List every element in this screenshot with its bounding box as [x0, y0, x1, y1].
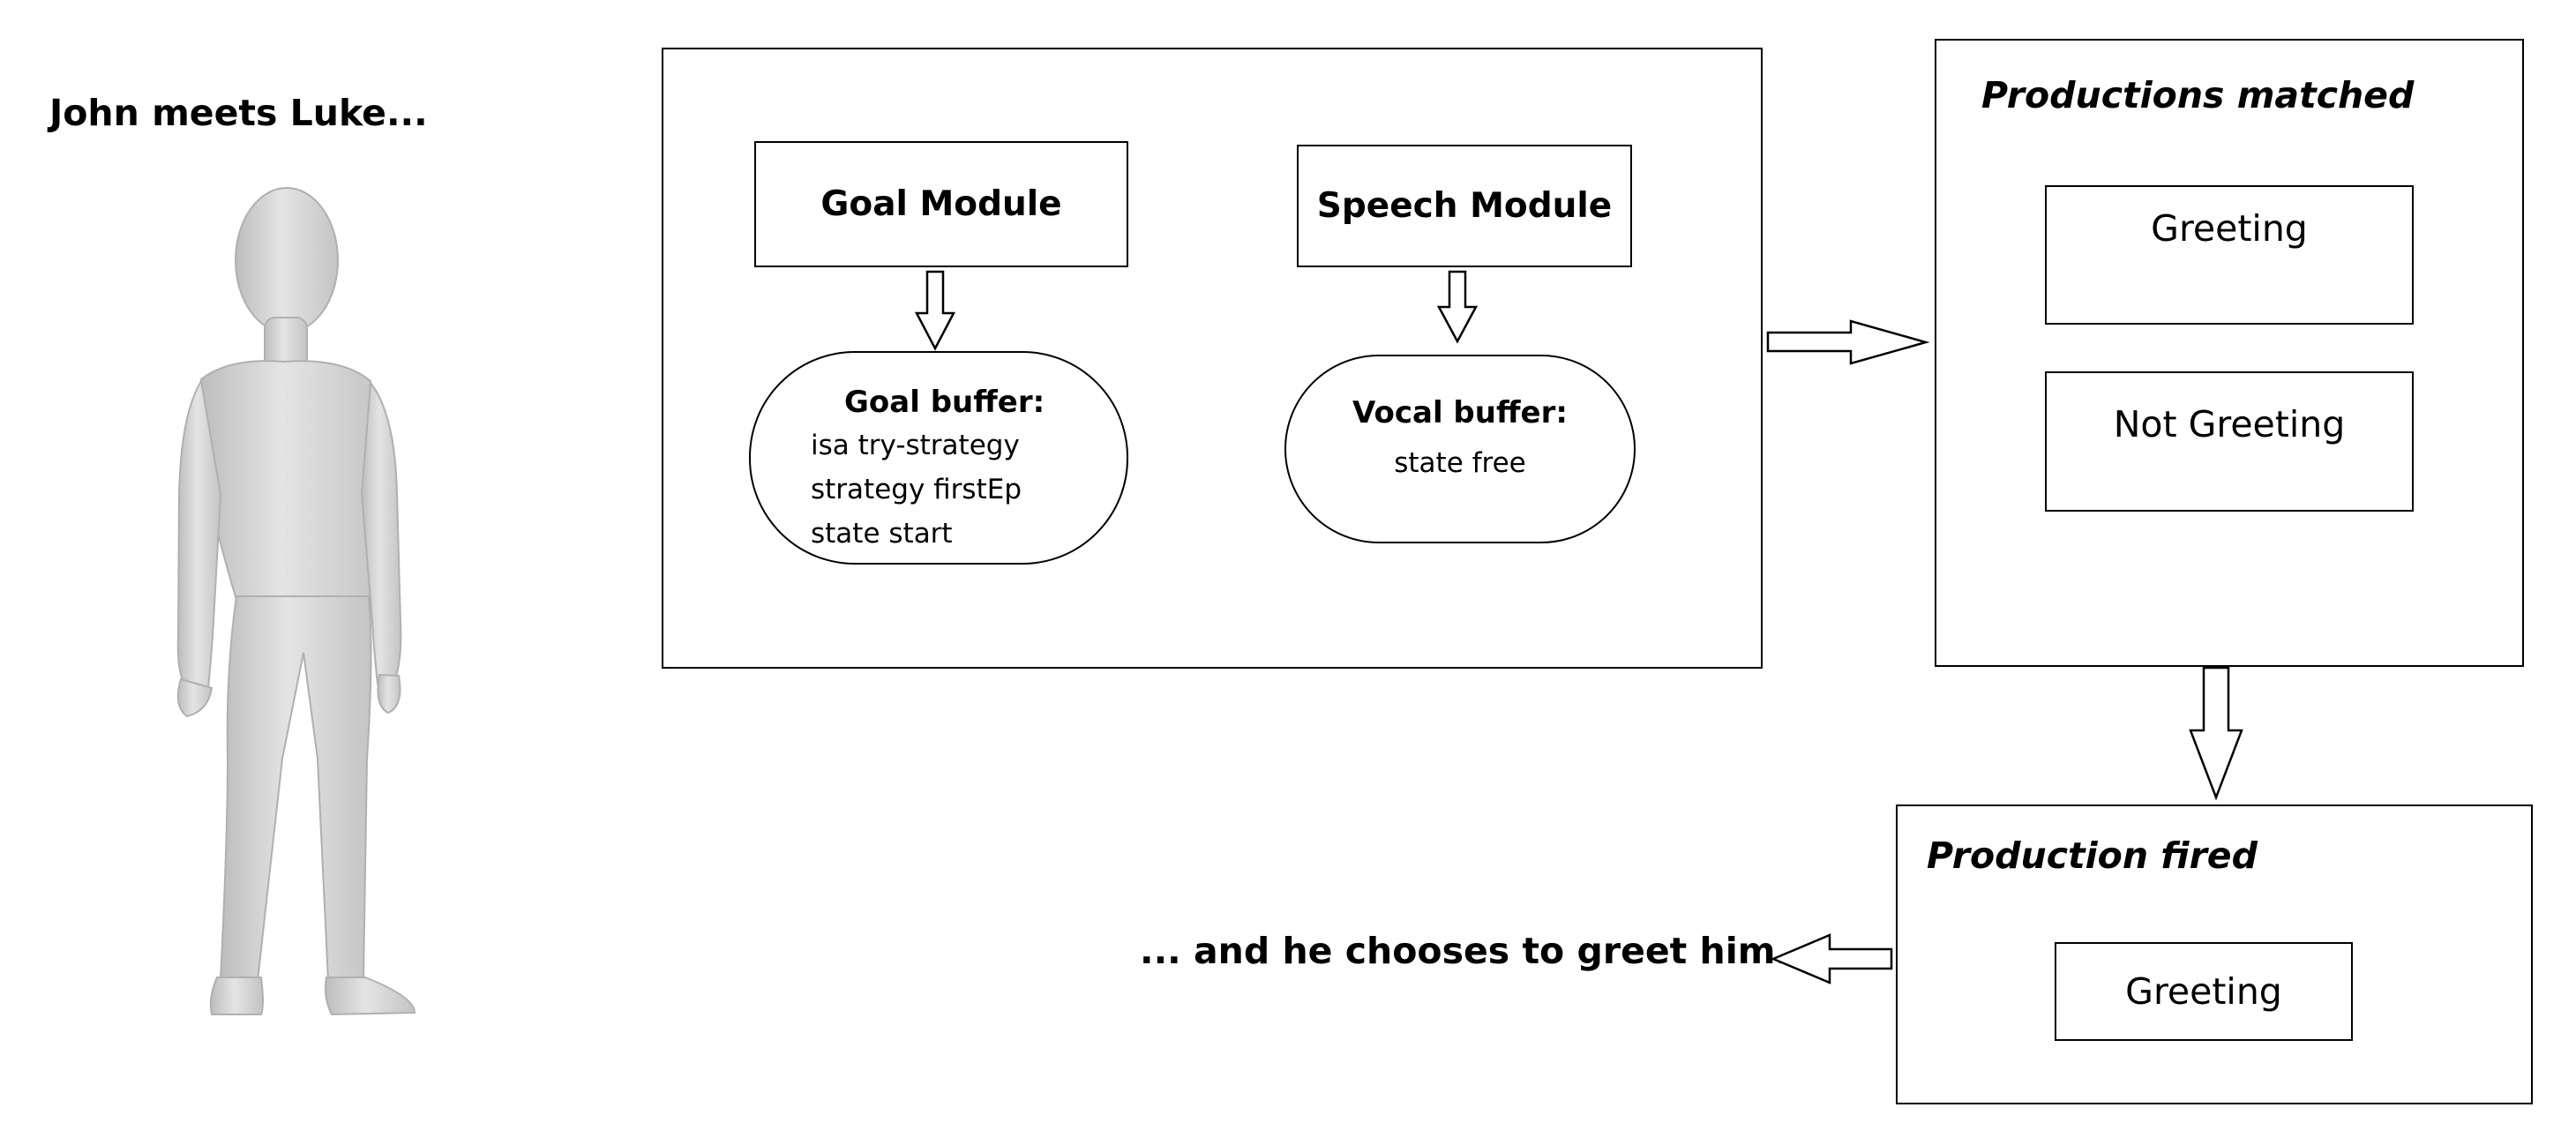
productions-matched-box — [1935, 39, 2524, 667]
production-matched-label: Greeting — [2151, 207, 2308, 250]
goal-module-label: Goal Module — [820, 184, 1062, 224]
production-matched-label: Not Greeting — [2113, 402, 2346, 445]
left-arrow-icon — [1770, 933, 1893, 984]
production-fired-title: Production fired — [1927, 834, 2258, 877]
down-arrow-icon — [914, 270, 956, 351]
goal-buffer: Goal buffer: isa try-strategy strategy f… — [749, 351, 1128, 565]
production-matched-item: Greeting — [2045, 185, 2414, 325]
down-arrow-icon — [1436, 270, 1479, 344]
productions-matched-title: Productions matched — [1981, 74, 2415, 116]
goal-buffer-title: Goal buffer: — [844, 385, 1045, 420]
vocal-buffer-title: Vocal buffer: — [1352, 395, 1568, 430]
right-arrow-icon — [1766, 319, 1930, 365]
vocal-buffer-line: state free — [1394, 447, 1526, 479]
goal-module-box: Goal Module — [754, 141, 1128, 267]
production-fired-label: Greeting — [2125, 970, 2282, 1013]
production-fired-item: Greeting — [2055, 942, 2353, 1041]
speech-module-box: Speech Module — [1297, 145, 1632, 267]
down-arrow-icon — [2189, 666, 2243, 801]
caption-top: John meets Luke... — [49, 92, 428, 134]
goal-buffer-line: state start — [811, 518, 953, 550]
goal-buffer-line: strategy firstEp — [811, 474, 1022, 505]
caption-bottom: ... and he chooses to greet him. — [1140, 930, 1790, 972]
vocal-buffer: Vocal buffer: state free — [1284, 355, 1636, 543]
production-matched-item: Not Greeting — [2045, 371, 2414, 512]
goal-buffer-line: isa try-strategy — [811, 430, 1020, 461]
speech-module-label: Speech Module — [1316, 186, 1613, 226]
person-figure — [176, 187, 416, 1016]
